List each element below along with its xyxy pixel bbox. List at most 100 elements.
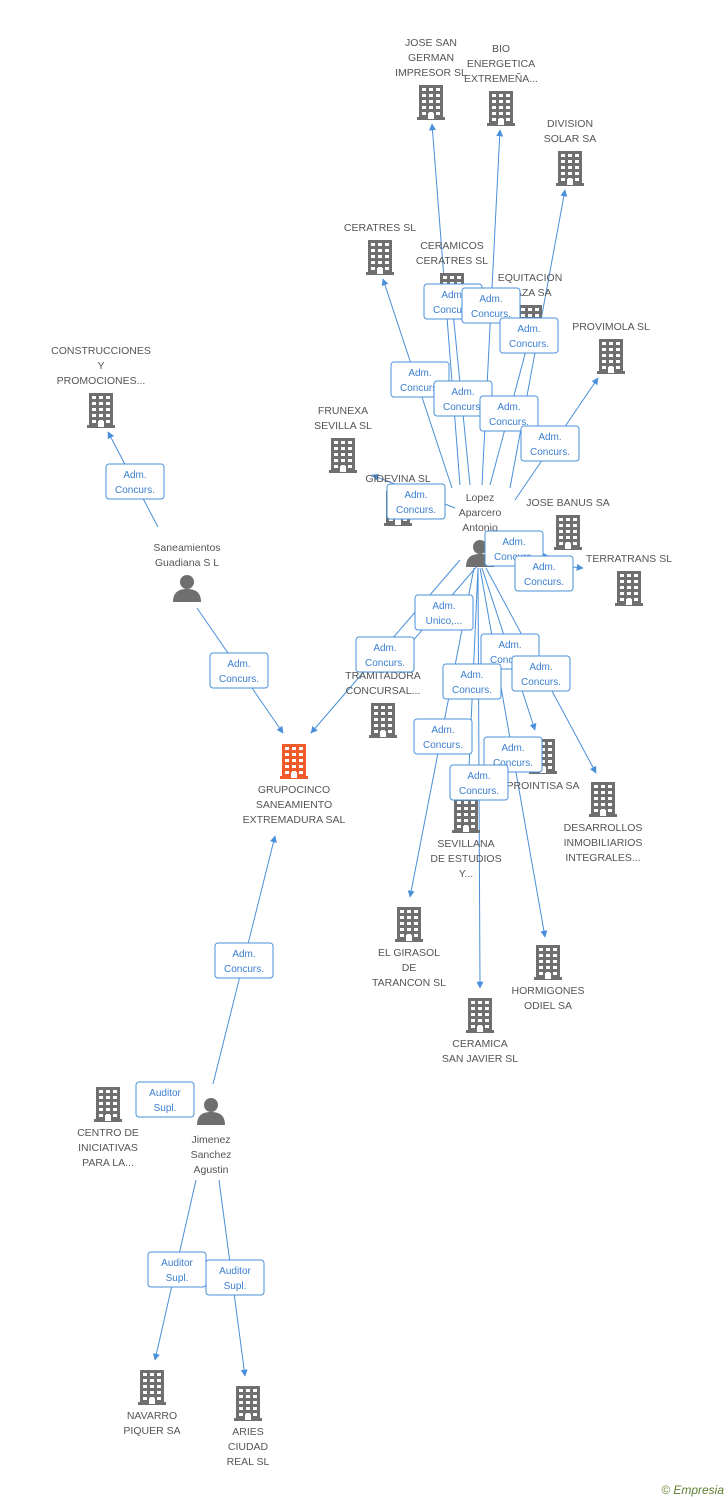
- edge-label-line: Adm.: [501, 743, 524, 754]
- edge-label-lopez_aparcero-to-ceramica_san_javier[interactable]: Adm.Concurs.: [449, 764, 509, 801]
- building-icon[interactable]: [366, 240, 394, 275]
- edge-label-lopez_aparcero-to-tramitadora[interactable]: Adm.Unico,...: [414, 594, 474, 631]
- edge-label-line: Concurs.: [509, 339, 549, 350]
- node-construcciones[interactable]: CONSTRUCCIONESYPROMOCIONES...: [51, 345, 151, 428]
- edge-label-lopez_aparcero-to-provimola[interactable]: Adm.Concurs.: [520, 425, 580, 462]
- edge-label-lopez_aparcero-to-division_solar[interactable]: Adm.Concurs.: [499, 317, 559, 354]
- node-label: IMPRESOR SL: [395, 67, 467, 79]
- building-icon[interactable]: [556, 151, 584, 186]
- edge-label-lopez_aparcero-to-ceramicos_ceratres[interactable]: Adm. Concurs.: [433, 380, 493, 417]
- node-terratrans[interactable]: TERRATRANS SL: [586, 553, 672, 606]
- edge-label-box: [483, 736, 543, 773]
- edge-label-box: [514, 555, 574, 592]
- edge-label-lopez_aparcero-to-terratrans[interactable]: Adm.Concurs.: [514, 555, 574, 592]
- copyright-footer: ©Empresia: [661, 1483, 724, 1497]
- edge-label-line: Concurs.: [490, 655, 530, 666]
- building-icon[interactable]: [94, 1087, 122, 1122]
- edge-label-box: [105, 463, 165, 500]
- edge-label-line: Supl.: [224, 1281, 247, 1292]
- node-label: GRUPOCINCO: [258, 784, 330, 796]
- node-label: CERAMICOS: [420, 240, 484, 252]
- edge-label-lopez_aparcero-to-bio_energetica[interactable]: Adm.Concurs.: [461, 287, 521, 324]
- building-icon[interactable]: [534, 945, 562, 980]
- person-icon[interactable]: [197, 1098, 225, 1125]
- node-label: HORMIGONES: [512, 985, 585, 997]
- node-label: PIQUER SA: [123, 1425, 180, 1437]
- node-label: CONCURSAL...: [346, 685, 421, 697]
- building-icon[interactable]: [369, 703, 397, 738]
- edge-label-lopez_aparcero-to-desarrollos[interactable]: Adm.Concurs.: [511, 655, 571, 692]
- node-hormigones[interactable]: HORMIGONES ODIEL SA: [512, 945, 585, 1012]
- edge-label-line: Concurs.: [521, 677, 561, 688]
- edge-label-box: [355, 636, 415, 673]
- node-label: Lopez: [466, 492, 495, 504]
- building-icon[interactable]: [487, 91, 515, 126]
- edge-label-box: [209, 652, 269, 689]
- building-icon[interactable]: [87, 393, 115, 428]
- node-label: DESARROLLOS: [564, 822, 643, 834]
- node-label: DIVISION: [547, 118, 593, 130]
- node-bio_energetica[interactable]: BIOENERGETICAEXTREMEÑA...: [464, 43, 538, 126]
- copyright-icon: ©: [661, 1483, 671, 1497]
- node-ceratres[interactable]: CERATRES SL: [344, 222, 416, 275]
- edge-label-line: Adm.: [227, 659, 250, 670]
- edge-label-lopez_aparcero-to-grupocinco[interactable]: Adm.Concurs.: [355, 636, 415, 673]
- node-label: ODIEL SA: [524, 1000, 572, 1012]
- edge-label-box: [413, 718, 473, 755]
- node-label: GERMAN: [408, 52, 454, 64]
- edge-label-lopez_aparcero-to-sevillana[interactable]: Adm.Concurs.: [442, 663, 502, 700]
- edge-label-line: Adm.: [404, 490, 427, 501]
- edge-label-line: Concurs.: [423, 740, 463, 751]
- node-jose_banus[interactable]: JOSE BANUS SA: [526, 497, 610, 550]
- building-icon[interactable]: [138, 1370, 166, 1405]
- node-provimola[interactable]: PROVIMOLA SL: [572, 321, 650, 374]
- edge-label-saneamientos_guadiana-to-construcciones[interactable]: Adm.Concurs.: [105, 463, 165, 500]
- edge-label-jimenez_sanchez-to-grupocinco[interactable]: Adm.Concurs.: [214, 942, 274, 979]
- building-icon[interactable]: [329, 438, 357, 473]
- edge-label-line: Concurs.: [443, 402, 483, 413]
- edge-label-line: Adm.: [451, 387, 474, 398]
- node-tramitadora[interactable]: TRAMITADORACONCURSAL...: [345, 670, 421, 738]
- building-icon[interactable]: [234, 1386, 262, 1421]
- building-icon[interactable]: [280, 744, 308, 779]
- edge-label-box: [205, 1259, 265, 1296]
- edge-label-saneamientos_guadiana-to-grupocinco[interactable]: Adm.Concurs.: [209, 652, 269, 689]
- edge-label-lopez_aparcero-to-equitacion[interactable]: Adm.Concurs.: [479, 395, 539, 432]
- building-icon[interactable]: [417, 85, 445, 120]
- person-icon[interactable]: [173, 575, 201, 602]
- brand-logo[interactable]: Empresia: [673, 1483, 724, 1497]
- edge-label-box: [386, 483, 446, 520]
- building-icon[interactable]: [452, 798, 480, 833]
- building-icon[interactable]: [395, 907, 423, 942]
- node-label: PROMOCIONES...: [57, 375, 146, 387]
- node-desarrollos[interactable]: DESARROLLOSINMOBILIARIOSINTEGRALES...: [564, 782, 643, 864]
- node-label: DE: [402, 962, 417, 974]
- building-icon[interactable]: [597, 339, 625, 374]
- node-label: EXTREMEÑA...: [464, 72, 538, 85]
- edge-label-lopez_aparcero-to-el_girasol[interactable]: Adm.Concurs.: [413, 718, 473, 755]
- edge-label-lopez_aparcero-to-gidevina[interactable]: Adm.Concurs.: [386, 483, 446, 520]
- building-icon[interactable]: [589, 782, 617, 817]
- edge-label-line: Concurs.: [433, 305, 473, 316]
- edge-label-lopez_aparcero-to-hormigones[interactable]: Adm. Concurs.: [483, 736, 543, 773]
- building-icon[interactable]: [615, 571, 643, 606]
- building-icon[interactable]: [554, 515, 582, 550]
- building-icon[interactable]: [466, 998, 494, 1033]
- edge-label-line: Concurs.: [493, 758, 533, 769]
- node-label: Y: [97, 360, 104, 372]
